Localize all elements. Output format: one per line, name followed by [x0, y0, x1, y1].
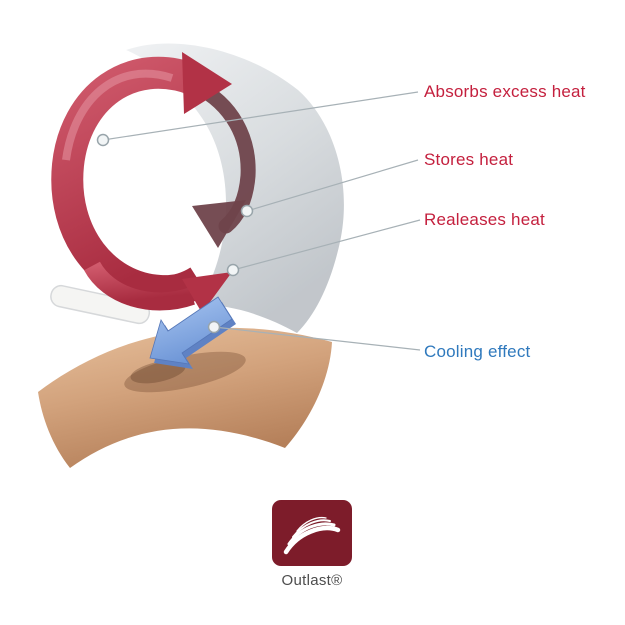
anchor-dot-absorbs: [96, 133, 110, 147]
label-releases-heat: Realeases heat: [424, 210, 545, 229]
anchor-dot-releases: [226, 263, 240, 277]
leader-line-cooling: [213, 326, 421, 351]
outlast-logo-mark: [272, 500, 352, 566]
fabric-sheet: [126, 43, 344, 333]
fiber-tube: [50, 284, 151, 325]
logo-brand-text: Outlast®: [281, 572, 343, 589]
leader-line-stores: [246, 159, 419, 212]
logo-swoosh-icon: [283, 516, 341, 555]
leader-line-absorbs: [102, 91, 419, 141]
skin-layer: [38, 327, 332, 468]
leader-line-releases: [232, 219, 421, 271]
anchor-dot-cooling: [207, 320, 221, 334]
label-cooling-effect: Cooling effect: [424, 342, 531, 361]
release-heat-arrow: [84, 261, 195, 311]
release-heat-arrow-head: [182, 272, 232, 313]
anchor-dot-stores: [240, 204, 254, 218]
label-stores-heat: Stores heat: [424, 150, 514, 169]
absorb-ring-highlight: [62, 69, 174, 161]
stores-heat-arrow-head: [192, 200, 246, 248]
absorb-ring-arrow-head: [182, 52, 232, 114]
outlast-logo: Outlast®: [252, 500, 372, 589]
skin-shadow-dark: [130, 360, 186, 384]
skin-shadow: [124, 351, 246, 393]
cooling-arrow: [149, 296, 233, 365]
label-absorbs-heat: Absorbs excess heat: [424, 82, 586, 101]
